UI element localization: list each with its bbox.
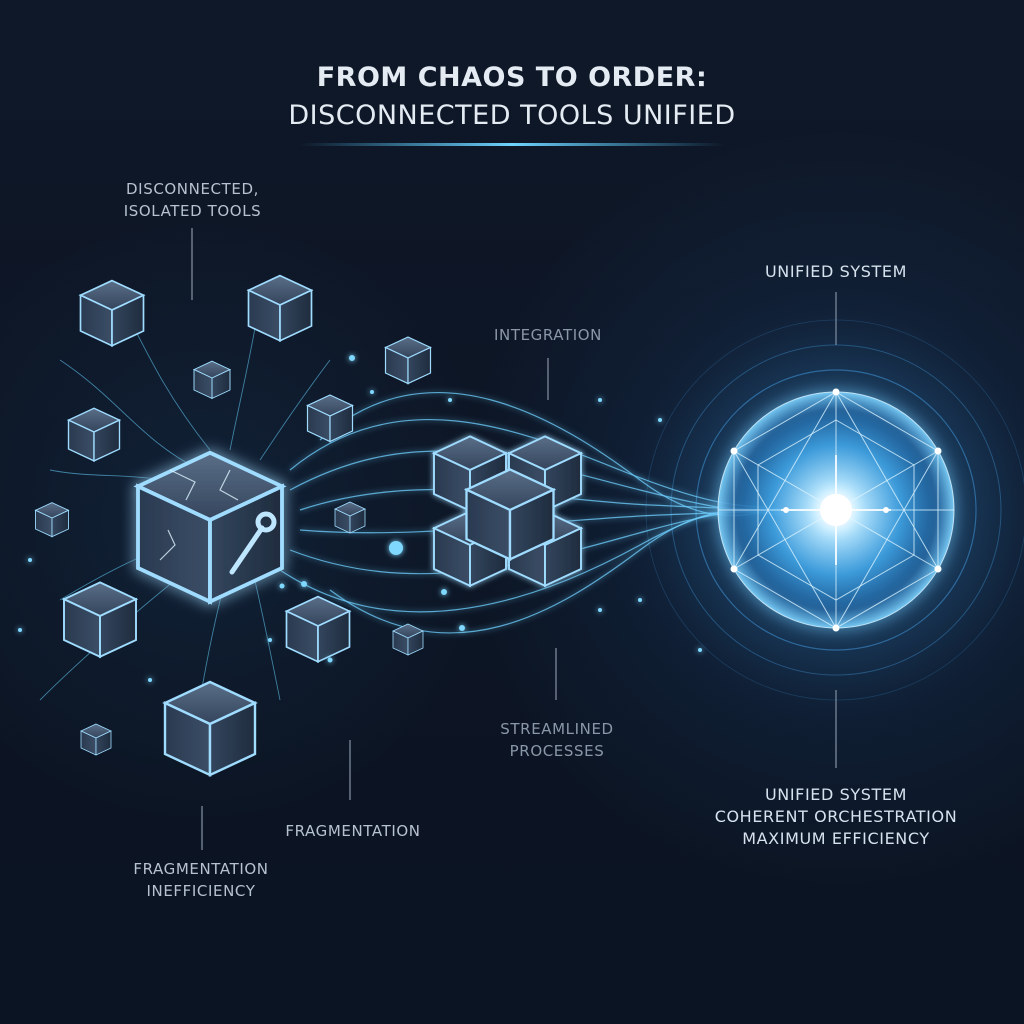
label-streamlined-line1: STREAMLINED: [500, 720, 614, 738]
chaos-cube: [306, 394, 354, 443]
label-fragmentation-inefficiency: FRAGMENTATION INEFFICIENCY: [116, 858, 286, 902]
label-disconnected-line1: DISCONNECTED,: [126, 180, 259, 198]
wrench-icon: [229, 511, 277, 575]
label-disconnected-line2: ISOLATED TOOLS: [123, 202, 262, 220]
integration-cluster: [433, 435, 582, 587]
label-unified-summary-line3: MAXIMUM EFFICIENCY: [742, 829, 930, 848]
network-sphere: [717, 388, 955, 632]
chaos-cube: [35, 502, 69, 538]
label-unified-summary: UNIFIED SYSTEM COHERENT ORCHESTRATION MA…: [706, 784, 966, 850]
label-integration: INTEGRATION: [493, 326, 603, 344]
chaos-cube: [285, 595, 351, 663]
chaos-cube: [334, 501, 366, 534]
label-unified-system-top: UNIFIED SYSTEM: [764, 262, 907, 281]
label-fragmentation-inefficiency-line1: FRAGMENTATION: [133, 860, 269, 878]
chaos-cube: [392, 623, 424, 656]
title-line-2: DISCONNECTED TOOLS UNIFIED: [288, 100, 736, 131]
label-disconnected: DISCONNECTED, ISOLATED TOOLS: [110, 178, 275, 222]
particles: [18, 355, 702, 682]
label-streamlined-line2: PROCESSES: [509, 742, 605, 760]
title-underline: [300, 143, 724, 146]
chaos-cube: [80, 723, 112, 756]
chaos-cube: [247, 274, 313, 342]
chaos-cube: [79, 279, 145, 347]
label-fragmentation-inefficiency-line2: INEFFICIENCY: [146, 882, 256, 900]
label-streamlined: STREAMLINED PROCESSES: [482, 718, 632, 762]
chaos-cube: [163, 680, 257, 777]
chaos-cube: [67, 407, 121, 462]
label-fragmentation: FRAGMENTATION: [285, 822, 421, 840]
title-line-1: FROM CHAOS TO ORDER:: [316, 62, 708, 93]
chaos-cube: [63, 581, 137, 658]
label-unified-summary-line2: COHERENT ORCHESTRATION: [714, 807, 958, 826]
crack-lines: [159, 469, 239, 561]
chaos-cube: [384, 336, 432, 385]
chaos-cube: [193, 360, 231, 399]
label-unified-summary-line1: UNIFIED SYSTEM: [764, 785, 907, 804]
